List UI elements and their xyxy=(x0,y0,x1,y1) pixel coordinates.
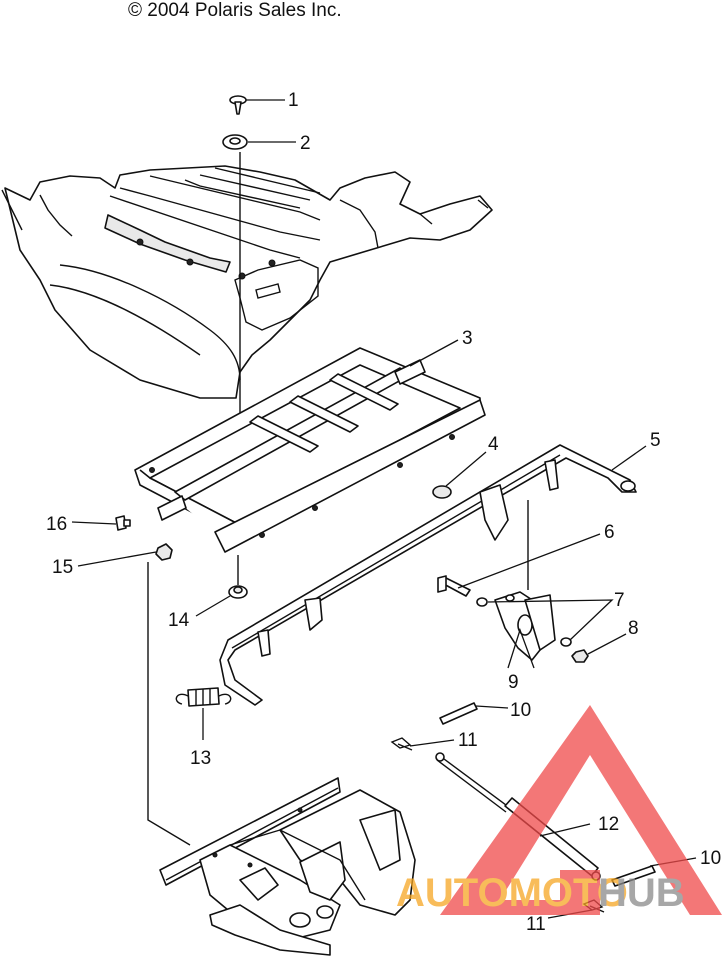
callout-14: 14 xyxy=(168,610,190,631)
callout-8: 8 xyxy=(628,618,639,639)
part-10-pin-upper xyxy=(439,702,478,725)
watermark-triangle-logo xyxy=(440,705,722,915)
part-14-grommet xyxy=(228,585,248,599)
callout-11-lower: 11 xyxy=(526,914,546,935)
part-9-mount-bracket xyxy=(494,591,556,661)
callout-10-lower: 10 xyxy=(700,848,721,869)
callout-4: 4 xyxy=(488,434,499,455)
part-8-nut xyxy=(571,649,589,663)
callout-12: 12 xyxy=(598,814,619,835)
callout-3: 3 xyxy=(462,328,473,349)
callout-5: 5 xyxy=(650,430,661,451)
part-6-bolt xyxy=(437,575,471,597)
callout-2: 2 xyxy=(300,133,311,154)
part-5-tube-bar xyxy=(219,444,637,706)
callout-labels: 1 2 3 4 5 6 7 8 9 10 10 11 11 12 13 14 1… xyxy=(46,90,721,935)
watermark-text-b: HUB xyxy=(598,871,685,915)
rear-fender-body xyxy=(1,165,493,399)
part-15-nut xyxy=(155,543,173,561)
copyright-text: © 2004 Polaris Sales Inc. xyxy=(128,0,342,21)
callout-16: 16 xyxy=(46,514,67,535)
callout-13: 13 xyxy=(190,748,211,769)
callout-1: 1 xyxy=(288,90,299,111)
part-1-push-rivet xyxy=(229,95,247,115)
part-2-grommet xyxy=(222,134,248,150)
part-16-bolt xyxy=(115,515,131,531)
callout-10-upper: 10 xyxy=(510,700,531,721)
automotohub-watermark: AUTOMOTO HUB xyxy=(396,705,722,915)
part-10-pin-lower xyxy=(611,865,656,887)
callout-6: 6 xyxy=(604,522,615,543)
part-7-washers xyxy=(476,594,572,647)
callout-7: 7 xyxy=(614,590,625,611)
callout-11-upper: 11 xyxy=(458,730,478,751)
part-3-rack-frame xyxy=(134,347,486,553)
part-4-bumper xyxy=(432,485,452,499)
lower-frame-assembly xyxy=(159,777,416,956)
watermark-text-a: AUTOMOTO xyxy=(396,871,628,915)
part-13-spring xyxy=(175,687,232,707)
callout-15: 15 xyxy=(52,557,73,578)
part-11-clip-upper xyxy=(390,737,413,751)
nut-axis-line xyxy=(147,562,191,846)
callout-9: 9 xyxy=(508,672,519,693)
